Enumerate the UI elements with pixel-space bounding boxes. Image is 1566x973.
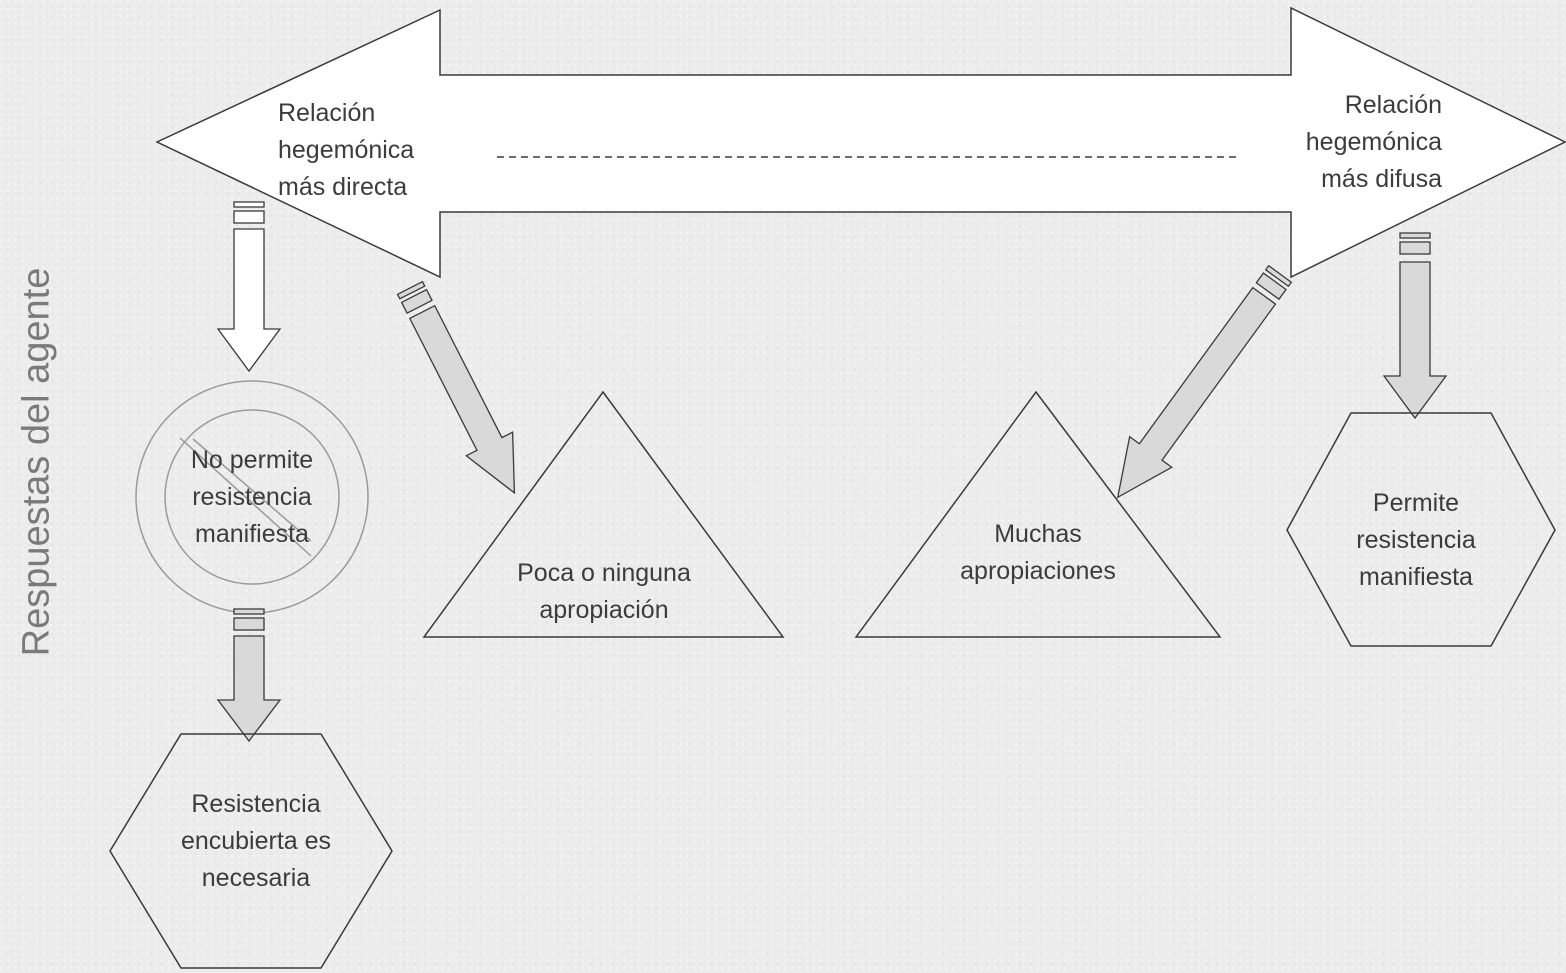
label-muchas-apropiaciones: Muchas apropiaciones [960, 520, 1116, 585]
arrow-to-permite [1382, 232, 1448, 420]
arrow-to-poca-apropiacion [396, 280, 516, 495]
spectrum-double-arrow [155, 6, 1566, 279]
label-poca-apropiacion: Poca o ninguna apropiación [517, 559, 691, 624]
arrow-to-no-permite [216, 201, 282, 373]
side-title: Respuestas del agente [15, 267, 58, 657]
label-permite: Permite resistencia manifiesta [1356, 488, 1476, 591]
arrow-to-muchas-apropiaciones [1116, 264, 1293, 499]
arrow-to-resistencia-encubierta [216, 608, 282, 743]
label-resistencia-encubierta: Resistencia encubierta es necesaria [180, 789, 332, 892]
label-relacion-directa: Relación hegemónica más directa [278, 98, 415, 201]
label-relacion-difusa: Relación hegemónica más difusa [1305, 90, 1442, 193]
triangle-poca-apropiacion [422, 390, 785, 638]
hexagon-resistencia-encubierta [109, 733, 393, 969]
hexagon-permite-resistencia [1286, 412, 1556, 647]
no-symbol-icon [135, 380, 369, 614]
label-no-permite: No permite resistencia manifiesta [190, 445, 314, 548]
triangle-muchas-apropiaciones [854, 390, 1222, 638]
